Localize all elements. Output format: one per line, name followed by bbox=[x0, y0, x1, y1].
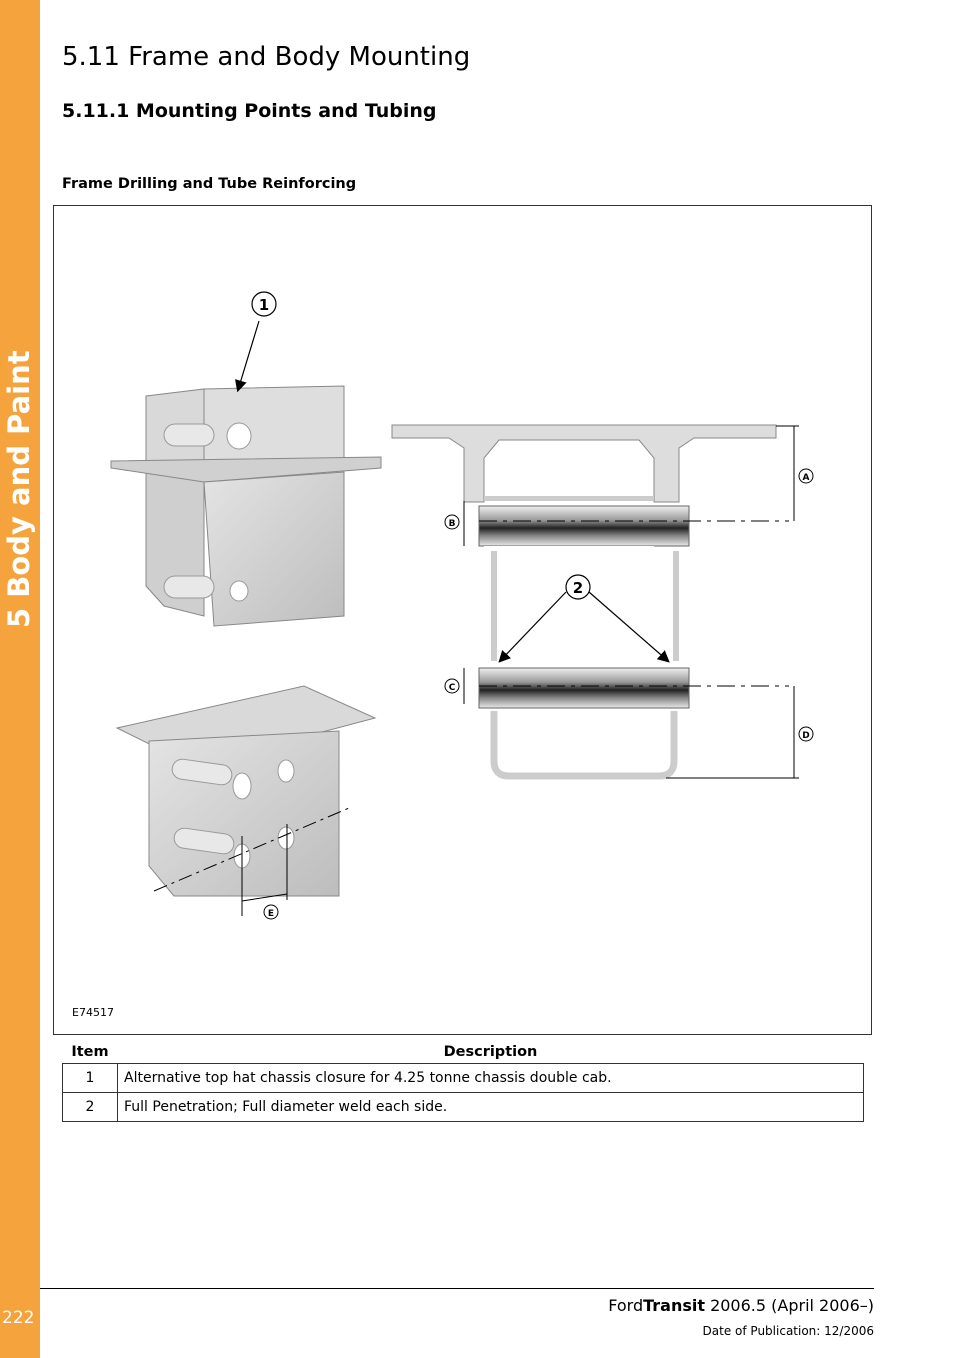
chapter-tab-label: 5 Body and Paint bbox=[2, 350, 36, 628]
footer-rule bbox=[40, 1288, 874, 1289]
table-row: 1 Alternative top hat chassis closure fo… bbox=[62, 1063, 864, 1093]
figure-reference: E74517 bbox=[72, 1006, 114, 1019]
footer-model: Transit bbox=[643, 1296, 705, 1315]
publication-date: Date of Publication: 12/2006 bbox=[702, 1324, 874, 1338]
row-description: Full Penetration; Full diameter weld eac… bbox=[117, 1092, 864, 1122]
page-number: 222 bbox=[2, 1308, 35, 1328]
row-item: 2 bbox=[62, 1092, 118, 1122]
top-hat-bracket bbox=[110, 385, 382, 627]
footer-edition: 2006.5 (April 2006–) bbox=[704, 1296, 874, 1315]
callout-d: D bbox=[802, 731, 809, 741]
callout-c: C bbox=[449, 683, 456, 693]
header-description: Description bbox=[443, 1044, 538, 1060]
callout-b: B bbox=[449, 519, 456, 529]
item-description-table: Item Description 1 Alternative top hat c… bbox=[62, 1041, 864, 1122]
callout-a: A bbox=[803, 473, 810, 483]
footer-title: FordTransit 2006.5 (April 2006–) bbox=[608, 1296, 874, 1315]
figure-title: Frame Drilling and Tube Reinforcing bbox=[62, 176, 357, 192]
section-view: A B C D 2 bbox=[391, 424, 814, 780]
frame-drilling-figure: 1 E bbox=[53, 205, 872, 1035]
row-description: Alternative top hat chassis closure for … bbox=[117, 1063, 864, 1093]
row-item: 1 bbox=[62, 1063, 118, 1093]
section-title: 5.11 Frame and Body Mounting bbox=[62, 42, 471, 72]
illustration: 1 E bbox=[110, 291, 814, 920]
callout-1: 1 bbox=[259, 296, 269, 314]
footer-brand: Ford bbox=[608, 1296, 644, 1315]
callout-e: E bbox=[268, 909, 274, 919]
table-row: 2 Full Penetration; Full diameter weld e… bbox=[62, 1092, 864, 1122]
lower-bracket: E bbox=[115, 685, 377, 920]
chapter-tab: 5 Body and Paint 222 bbox=[0, 0, 40, 1358]
subsection-title: 5.11.1 Mounting Points and Tubing bbox=[62, 100, 437, 122]
callout-2: 2 bbox=[573, 579, 583, 597]
header-item: Item bbox=[71, 1044, 109, 1060]
